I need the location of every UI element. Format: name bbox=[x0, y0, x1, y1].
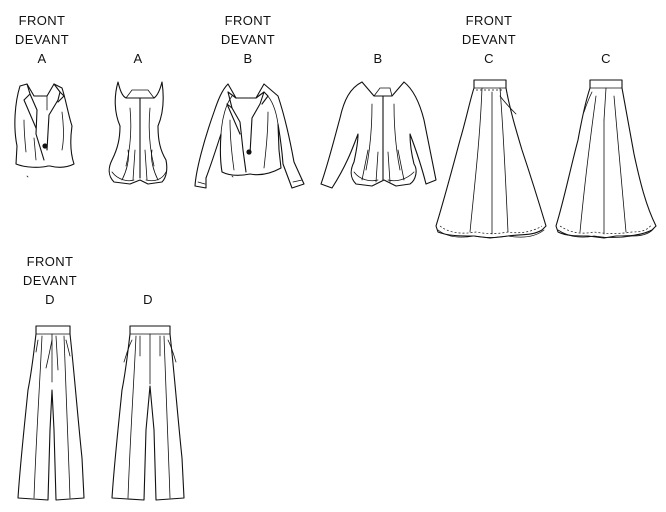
view-letter-a-back: A bbox=[133, 51, 142, 66]
devant-label: DEVANT bbox=[221, 32, 275, 47]
trousers-d-front-illustration bbox=[17, 325, 85, 501]
devant-label: DEVANT bbox=[15, 32, 69, 47]
label-group-a-front: FRONT DEVANT A bbox=[15, 13, 69, 66]
jacket-b-back-illustration bbox=[320, 81, 437, 189]
view-letter-d-back: D bbox=[143, 292, 153, 307]
skirt-c-back-illustration bbox=[555, 79, 657, 239]
label-group-b-front: FRONT DEVANT B bbox=[221, 13, 275, 66]
skirt-c-front-illustration bbox=[435, 79, 547, 239]
view-letter-c-front: C bbox=[484, 51, 494, 66]
vest-a-back-illustration bbox=[108, 81, 168, 185]
front-label: FRONT bbox=[225, 13, 272, 28]
view-letter-a-front: A bbox=[37, 51, 46, 66]
devant-label: DEVANT bbox=[23, 273, 77, 288]
view-letter-b-front: B bbox=[243, 51, 252, 66]
jacket-b-front-illustration bbox=[194, 83, 305, 189]
front-label: FRONT bbox=[466, 13, 513, 28]
view-letter-d-front: D bbox=[45, 292, 55, 307]
label-group-d-front: FRONT DEVANT D bbox=[23, 254, 77, 307]
view-letter-c-back: C bbox=[601, 51, 611, 66]
label-group-c-front: FRONT DEVANT C bbox=[462, 13, 516, 66]
view-letter-b-back: B bbox=[373, 51, 382, 66]
trousers-d-back-illustration bbox=[111, 325, 185, 501]
front-label: FRONT bbox=[19, 13, 66, 28]
vest-a-front-illustration bbox=[14, 83, 75, 178]
front-label: FRONT bbox=[27, 254, 74, 269]
devant-label: DEVANT bbox=[462, 32, 516, 47]
